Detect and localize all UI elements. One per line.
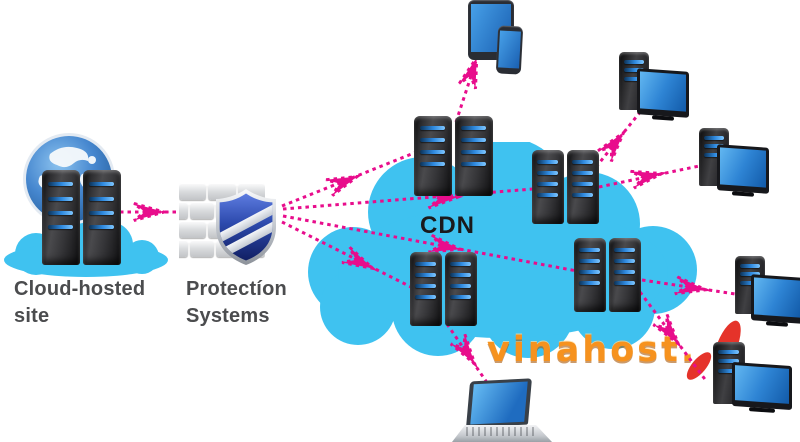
server-tower [609,238,641,312]
desktop-client-3 [733,256,800,324]
server-tower [83,170,121,265]
pc-monitor [637,68,689,118]
server-tower [567,150,599,224]
server-tower [410,252,442,326]
origin-label: Cloud-hosted site [14,276,145,330]
server-tower [445,252,477,326]
server-tower [532,150,564,224]
protection-label-line2: Systems [186,305,270,327]
cdn-edge-server-pair-south [410,252,477,326]
desktop-client-1 [617,52,689,118]
protection-label-line1: Protectíon [186,278,287,300]
desktop-client-2 [697,128,769,194]
pc-monitor [732,361,792,411]
server-tower [574,238,606,312]
origin-label-line1: Cloud-hosted [14,278,146,300]
cdn-edge-server-pair-east-lower [574,238,641,312]
pc-monitor [751,274,800,324]
origin-label-line2: site [14,305,50,327]
cdn-label: CDN [420,212,475,239]
brand-text: vinahost. [487,330,698,370]
server-tower [42,170,80,265]
cdn-edge-server-pair-east-upper [532,150,599,224]
origin-server-pair [42,170,121,265]
pc-monitor [717,144,769,194]
phone-icon [495,25,524,75]
desktop-client-4 [708,342,792,411]
server-tower [455,116,493,196]
shield-icon [216,189,276,265]
server-tower [414,116,452,196]
laptop-icon [452,378,552,442]
cdn-edge-server-pair-north [414,116,493,196]
protection-label: Protectíon Systems [186,276,287,330]
